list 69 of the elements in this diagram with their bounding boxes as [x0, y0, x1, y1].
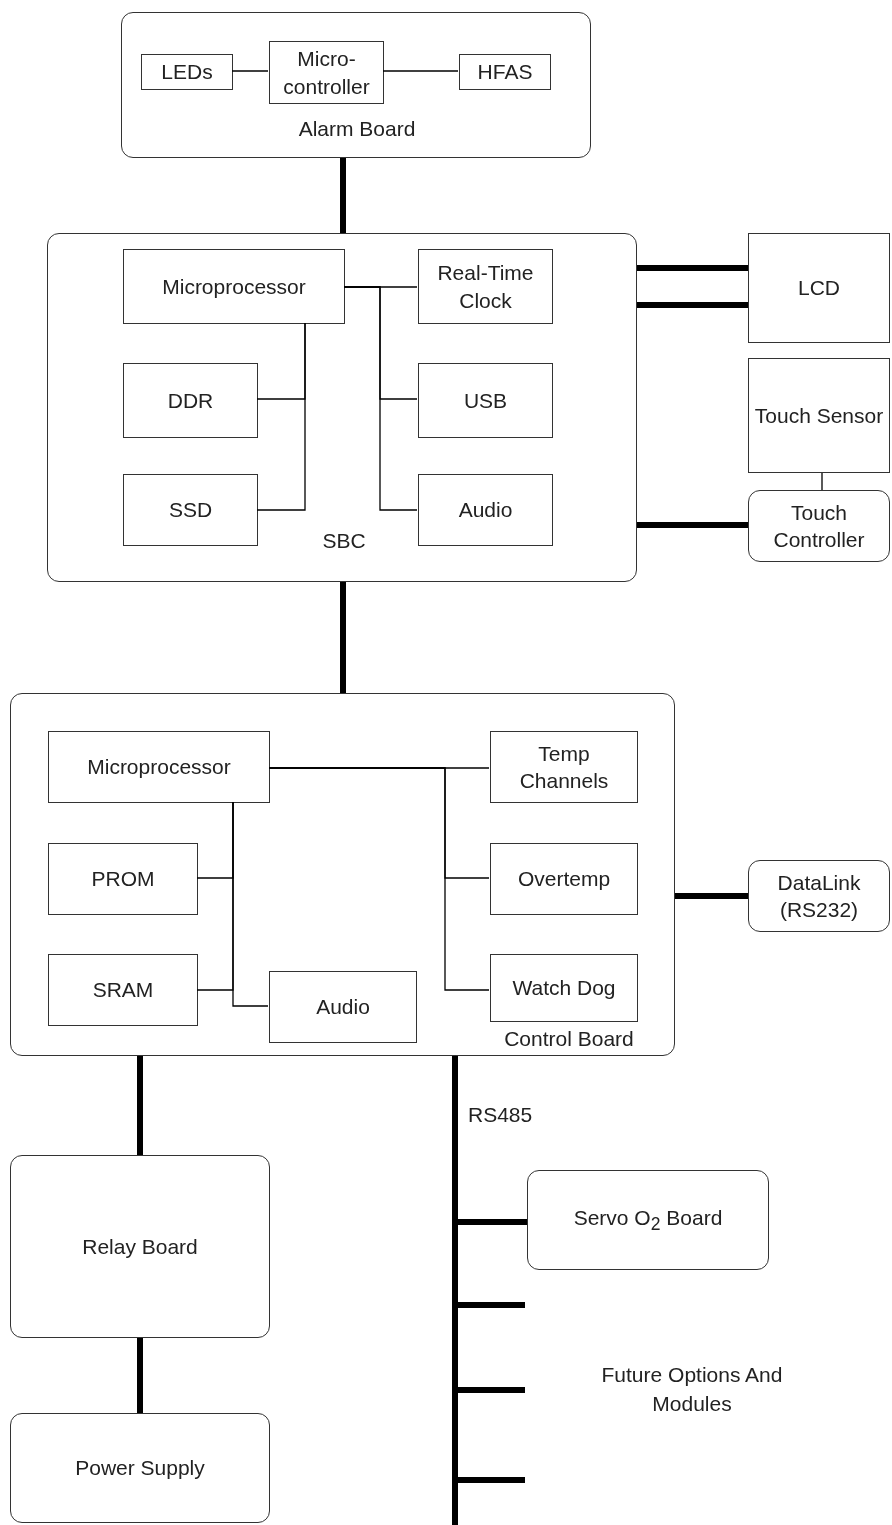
bus-line — [675, 893, 748, 899]
box-label: Real-Time Clock — [436, 260, 535, 314]
board-label: Control Board — [503, 1027, 635, 1051]
bus-line — [137, 1338, 143, 1413]
connector-line — [231, 70, 269, 72]
component-box — [48, 954, 198, 1026]
component-box — [490, 843, 638, 915]
box-label: Audio — [457, 497, 514, 524]
board-panel — [47, 233, 637, 582]
box-label: Watch Dog — [511, 975, 617, 1002]
box-label: Servo O$_{2}$ Board — [572, 1205, 724, 1236]
connector-line — [821, 472, 823, 491]
module-box — [10, 1155, 270, 1338]
box-label: Power Supply — [74, 1455, 206, 1482]
component-box — [269, 971, 417, 1043]
component-box — [269, 41, 384, 104]
box-label: Overtemp — [516, 866, 612, 893]
box-label: DataLink (RS232) — [776, 869, 862, 923]
component-box — [459, 54, 551, 90]
component-box — [490, 731, 638, 803]
connector-line — [343, 286, 418, 511]
bus-line — [637, 265, 748, 271]
box-label: Micro-controller — [282, 46, 371, 100]
edge-label: RS485 — [468, 1102, 533, 1128]
component-box — [418, 474, 553, 546]
box-label: Touch Sensor — [753, 402, 885, 429]
connector-line — [268, 767, 490, 991]
component-box — [748, 358, 890, 473]
board-label: SBC — [321, 529, 367, 553]
box-label: Microprocessor — [161, 273, 307, 300]
box-label: Temp Channels — [518, 740, 610, 794]
component-box — [141, 54, 233, 90]
box-label: Touch Controller — [772, 499, 866, 553]
board-panel — [121, 12, 591, 158]
bus-line — [340, 582, 346, 693]
component-box — [48, 731, 270, 803]
bus-line — [137, 1056, 143, 1155]
component-box — [123, 363, 258, 438]
component-box — [123, 249, 345, 324]
box-label: Audio — [315, 994, 371, 1021]
box-label: LCD — [797, 275, 841, 302]
component-box — [490, 954, 638, 1022]
box-label: DDR — [166, 387, 215, 414]
module-box — [10, 1413, 270, 1523]
module-box — [748, 860, 890, 932]
connector-line — [256, 322, 306, 511]
note-text: Future Options And Modules — [600, 1362, 784, 1418]
component-box — [418, 249, 553, 324]
module-box — [748, 490, 890, 562]
bus-line — [340, 158, 346, 233]
connector-line — [232, 801, 269, 1007]
bus-line — [637, 302, 748, 308]
component-box — [748, 233, 890, 343]
module-box — [527, 1170, 769, 1270]
connector-line — [382, 70, 459, 72]
box-label: USB — [462, 387, 509, 414]
board-panel — [10, 693, 675, 1056]
component-box — [418, 363, 553, 438]
bus-line — [637, 522, 748, 528]
box-label: Microprocessor — [86, 754, 232, 781]
board-label: Alarm Board — [297, 117, 417, 141]
box-label: SSD — [167, 497, 214, 524]
component-box — [123, 474, 258, 546]
box-label: LEDs — [160, 59, 214, 86]
component-box — [48, 843, 198, 915]
box-label: Relay Board — [81, 1233, 199, 1260]
box-label: HFAS — [476, 59, 534, 86]
box-label: PROM — [90, 866, 156, 893]
box-label: SRAM — [91, 977, 155, 1004]
